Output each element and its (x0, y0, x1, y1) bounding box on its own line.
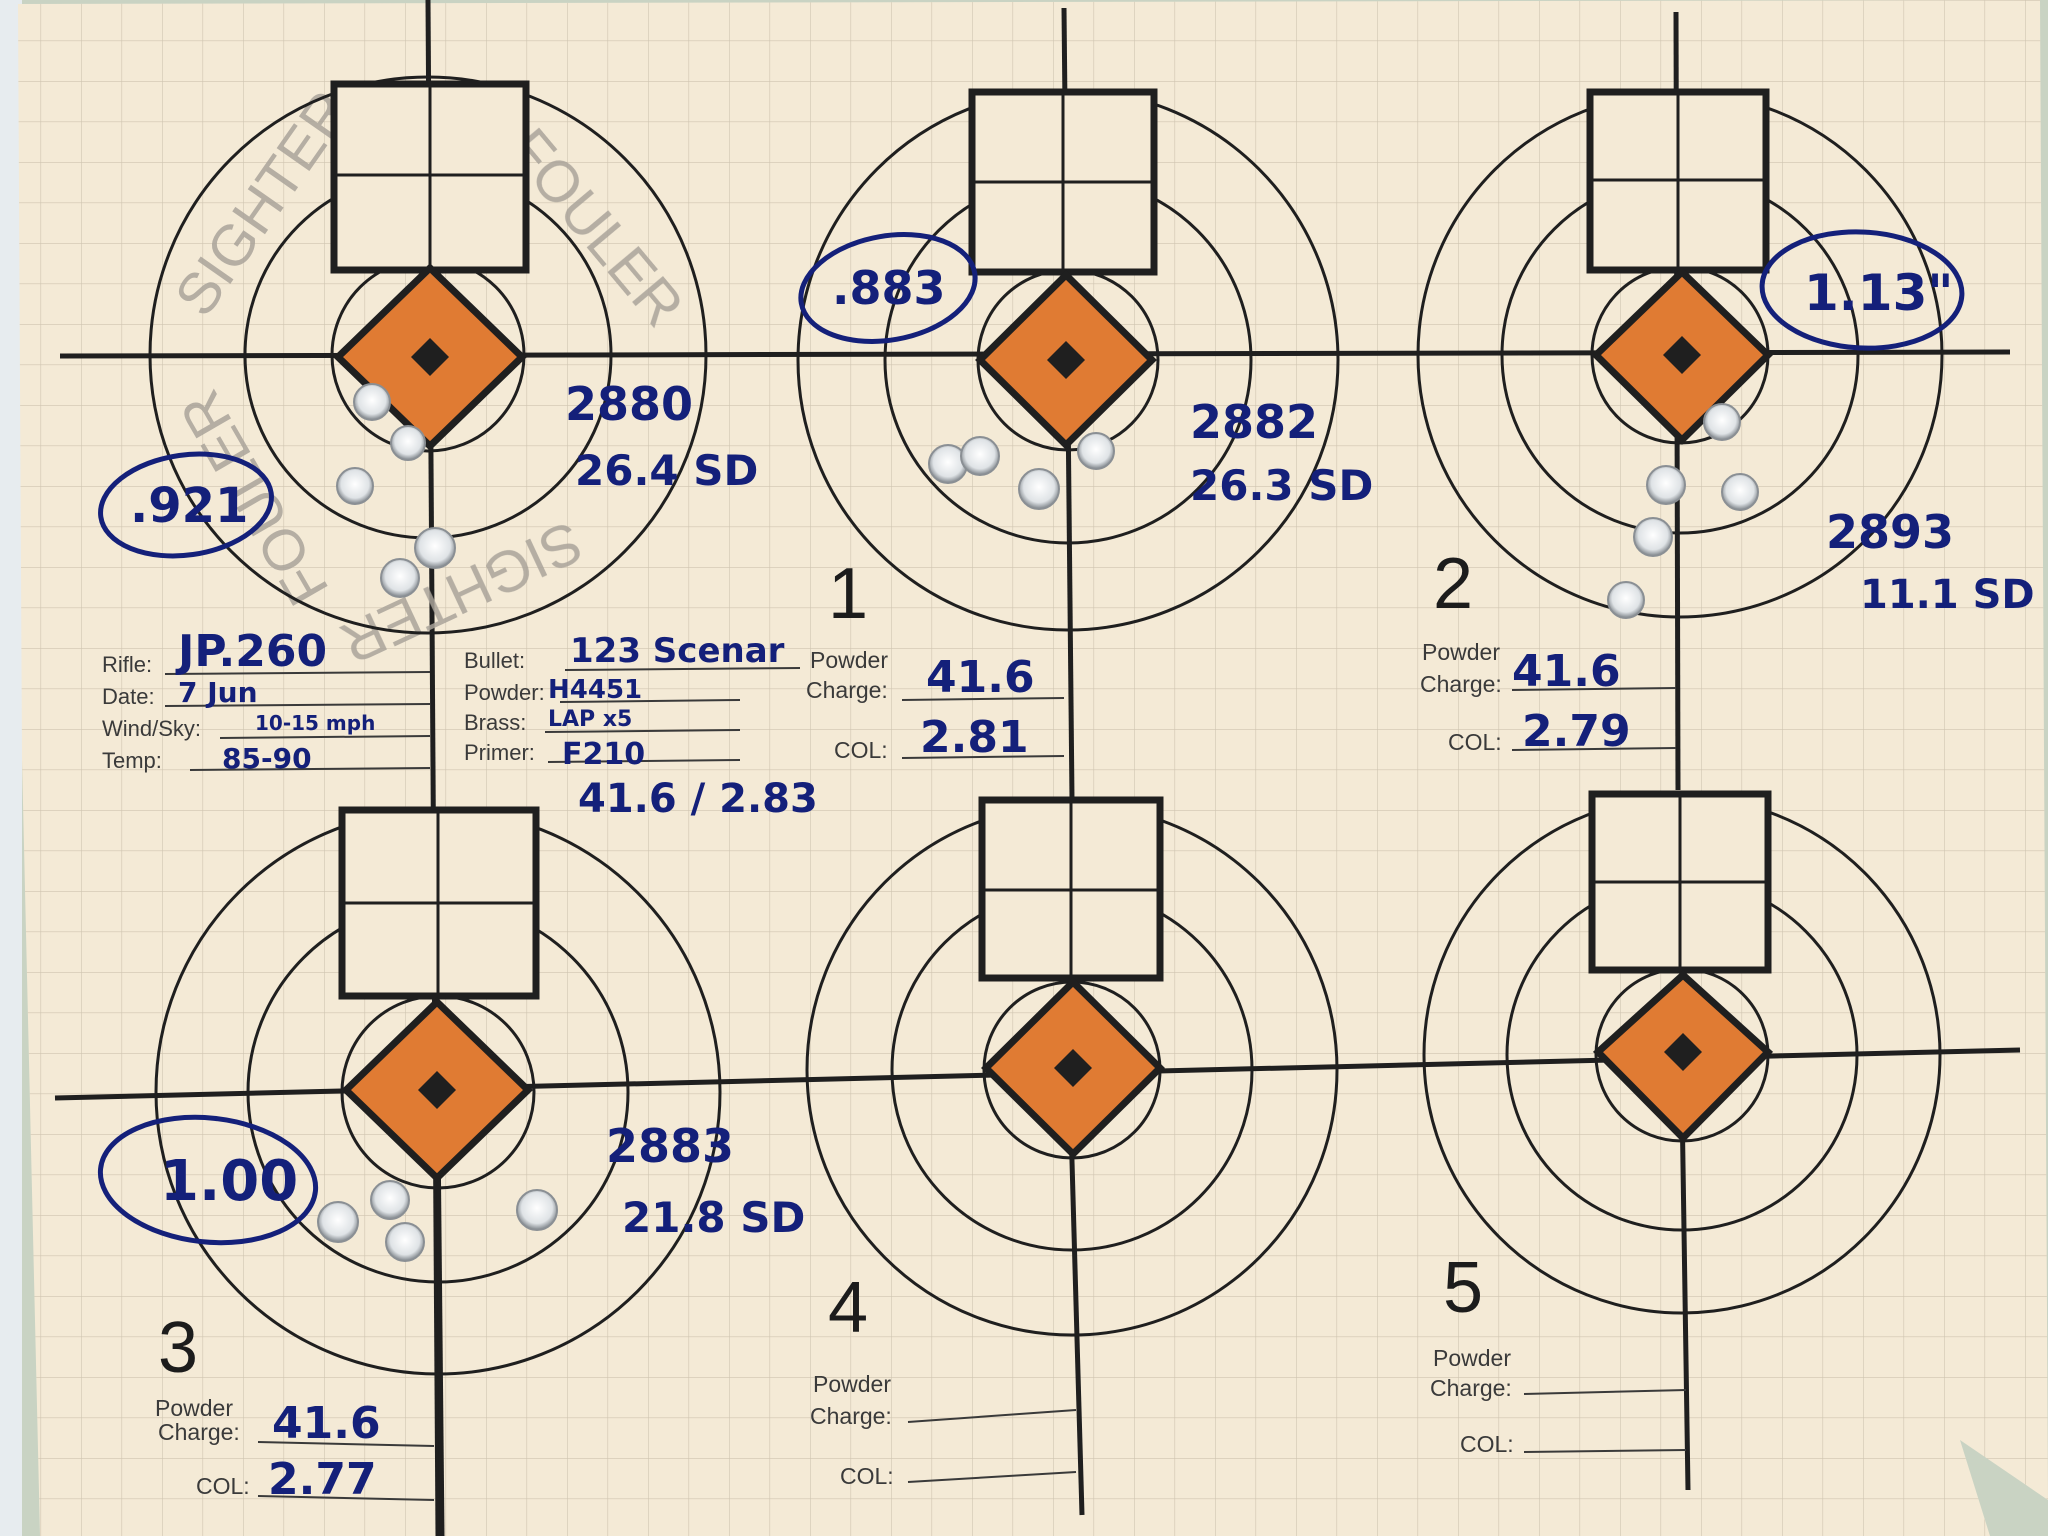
velocity-sighter: 2880 (565, 377, 693, 431)
bullet-hole (370, 1180, 410, 1220)
bullet-hole (1607, 581, 1645, 619)
target-1 (796, 88, 1340, 632)
bullet-hole (960, 436, 1000, 476)
target-numbers: 1 2 3 4 5 (158, 544, 1483, 1388)
charge-value-2: 41.6 (1512, 646, 1621, 697)
powder-label-1: Powder (810, 647, 888, 673)
target-5 (1422, 790, 1942, 1315)
col-label-1: COL: (834, 737, 888, 763)
brass-label: Brass: (464, 710, 526, 735)
charge-value-1: 41.6 (926, 652, 1035, 703)
col-value-3: 2.77 (268, 1454, 377, 1505)
background-screen-edge (0, 0, 22, 1536)
target-number-2: 2 (1433, 544, 1473, 624)
wind-value: 10-15 mph (255, 711, 375, 735)
bullet-value: 123 Scenar (570, 631, 785, 671)
velocity-sd-notes: 2880 26.4 SD 2882 26.3 SD 2893 11.1 SD 2… (565, 377, 2035, 1242)
col-value-1: 2.81 (920, 712, 1029, 763)
col-label-3: COL: (196, 1473, 250, 1499)
rifle-label: Rifle: (102, 652, 152, 677)
bullet-hole (1703, 403, 1741, 441)
grid-lines (18, 0, 2048, 1536)
bullet-hole (385, 1222, 425, 1262)
rifle-value: JP.260 (175, 626, 327, 677)
sd-1: 26.3 SD (1190, 461, 1373, 510)
load-fields: Powder Charge: COL: Powder Charge: COL: … (155, 639, 1687, 1501)
powder-label-4: Powder (813, 1371, 891, 1397)
bullet-holes (317, 383, 1759, 1262)
bullet-hole (1646, 465, 1686, 505)
col-value-2: 2.79 (1522, 706, 1631, 757)
group-sizes: .921 .883 1.13" 1.00 (97, 229, 1965, 1246)
bullet-hole (516, 1189, 558, 1231)
powder-label: Powder: (464, 680, 545, 705)
wind-label: Wind/Sky: (102, 716, 201, 741)
target-4 (805, 796, 1339, 1337)
bullet-hole (317, 1201, 359, 1243)
group-size-2: 1.13" (1804, 264, 1953, 322)
bullet-hole (1077, 432, 1115, 470)
powder-label-2: Powder (1422, 639, 1500, 665)
col-label-5: COL: (1460, 1431, 1514, 1457)
group-size-1: .883 (832, 261, 946, 315)
bullet-hole (336, 467, 374, 505)
target-number-4: 4 (828, 1268, 868, 1348)
sd-2: 11.1 SD (1860, 572, 2035, 618)
charge-value-3: 41.6 (272, 1398, 381, 1449)
sd-3: 21.8 SD (622, 1193, 805, 1242)
charge-label-2: Charge: (1420, 671, 1502, 697)
velocity-3: 2883 (606, 1119, 734, 1173)
group-size-3: 1.00 (160, 1149, 298, 1214)
velocity-2: 2893 (1826, 505, 1954, 559)
charge-label-3: Charge: (158, 1419, 240, 1445)
temp-label: Temp: (102, 748, 162, 773)
bullet-hole (380, 558, 420, 598)
bullet-hole (1721, 473, 1759, 511)
target-number-1: 1 (828, 554, 868, 634)
powder-value: H4451 (548, 675, 642, 705)
group-size-sighter: .921 (130, 478, 248, 534)
col-label-4: COL: (840, 1463, 894, 1489)
charge-label-1: Charge: (806, 677, 888, 703)
powder-label-5: Powder (1433, 1345, 1511, 1371)
charge-label-4: Charge: (810, 1403, 892, 1429)
target-3 (154, 806, 722, 1376)
bullet-hole (414, 527, 456, 569)
primer-value: F210 (562, 737, 645, 772)
load-values: 41.6 2.81 41.6 2.79 41.6 2.77 (268, 646, 1631, 1505)
target-number-3: 3 (158, 1308, 198, 1388)
charge-label-5: Charge: (1430, 1375, 1512, 1401)
sd-sighter: 26.4 SD (575, 446, 758, 495)
col-label-2: COL: (1448, 729, 1502, 755)
target-number-5: 5 (1443, 1248, 1483, 1328)
brass-value: LAP x5 (548, 707, 632, 732)
bullet-hole (353, 383, 391, 421)
date-label: Date: (102, 684, 155, 709)
header-fields: Rifle: Date: Wind/Sky: Temp: Bullet: Pow… (102, 648, 801, 773)
target-2 (1416, 88, 1944, 619)
bullet-label: Bullet: (464, 648, 525, 673)
bullet-hole (390, 425, 426, 461)
header-handwriting: JP.260 7 Jun 10-15 mph 85-90 123 Scenar … (175, 626, 818, 822)
bullet-hole (1633, 517, 1673, 557)
primer-label: Primer: (464, 740, 535, 765)
temp-value: 85-90 (222, 742, 312, 775)
bullet-hole (1018, 468, 1060, 510)
powder-label-3: Powder (155, 1395, 233, 1421)
velocity-1: 2882 (1190, 395, 1318, 449)
load-note: 41.6 / 2.83 (578, 776, 818, 822)
date-value: 7 Jun (178, 676, 258, 709)
aim-point (411, 338, 449, 376)
